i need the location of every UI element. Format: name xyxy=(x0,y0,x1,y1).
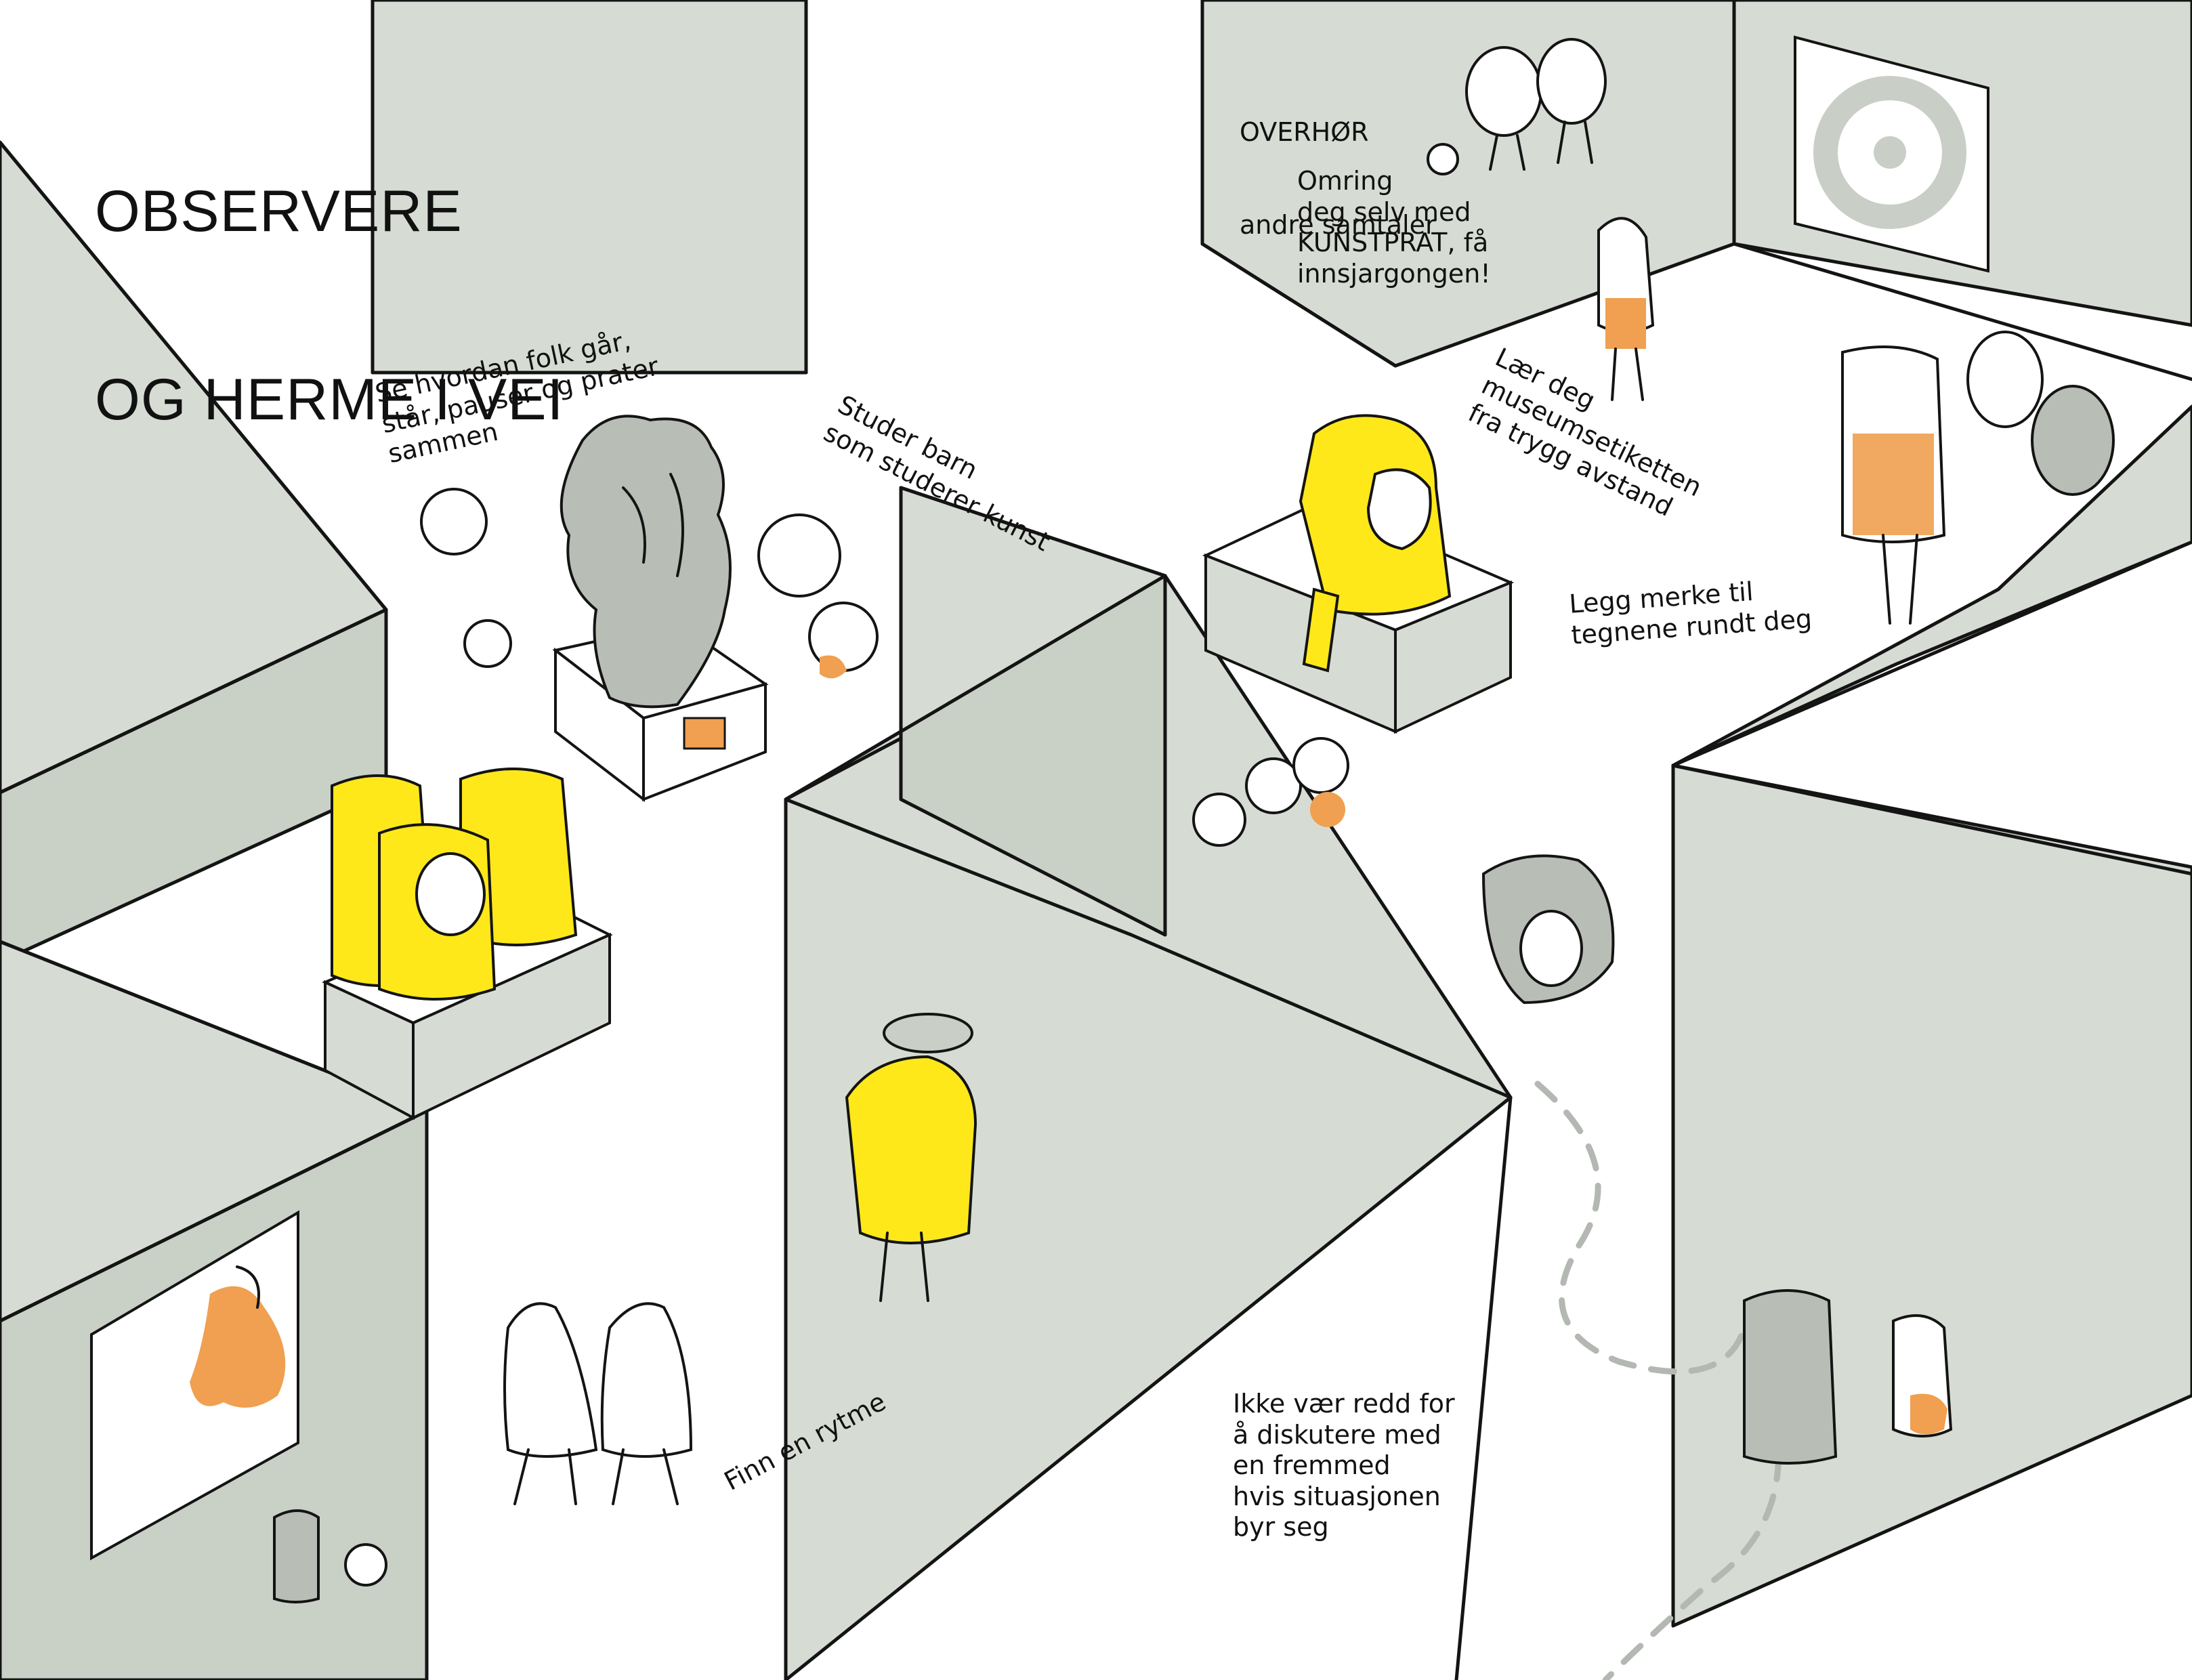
walking-path xyxy=(1534,1080,1782,1680)
tip-overhear: OVERHØR andre samtaler xyxy=(1240,56,1436,272)
figures-bottom-right xyxy=(1743,1289,1953,1465)
tip-surround: Omring deg selv med KUNSTPRAT, få innsja… xyxy=(1297,166,1491,289)
page-title: OBSERVERE OG HERME I VEI xyxy=(95,54,564,495)
figure-yellow-seated xyxy=(1299,414,1452,673)
figure-grey-hooded xyxy=(1481,854,1615,1005)
sculpture xyxy=(552,415,769,803)
figure-yellow-standing xyxy=(845,1013,977,1302)
figures-small-group xyxy=(1192,737,1349,847)
figures-children xyxy=(757,513,879,679)
tip-discuss-stranger: Ikke vær redd for å diskutere med en fre… xyxy=(1233,1389,1455,1542)
tip-overhear-line-1: OVERHØR xyxy=(1240,117,1369,148)
wall-right xyxy=(1671,763,2192,1628)
figures-walking-pair xyxy=(503,1302,693,1505)
tip-overhear-line-2: andre samtaler xyxy=(1240,209,1436,240)
abstract-painting xyxy=(90,1210,299,1561)
target-icon xyxy=(1794,35,1989,273)
figure-striped xyxy=(1597,217,1655,401)
figures-yellow-trio xyxy=(331,768,578,1001)
figures-bottom-left xyxy=(273,1509,387,1603)
figures-walking-pair-top xyxy=(420,488,512,668)
title-line-1: OBSERVERE xyxy=(95,178,463,244)
figures-group-right xyxy=(1841,331,2115,625)
title-line-2: OG HERME I VEI xyxy=(95,367,564,433)
figures-overhear xyxy=(1427,38,1607,175)
